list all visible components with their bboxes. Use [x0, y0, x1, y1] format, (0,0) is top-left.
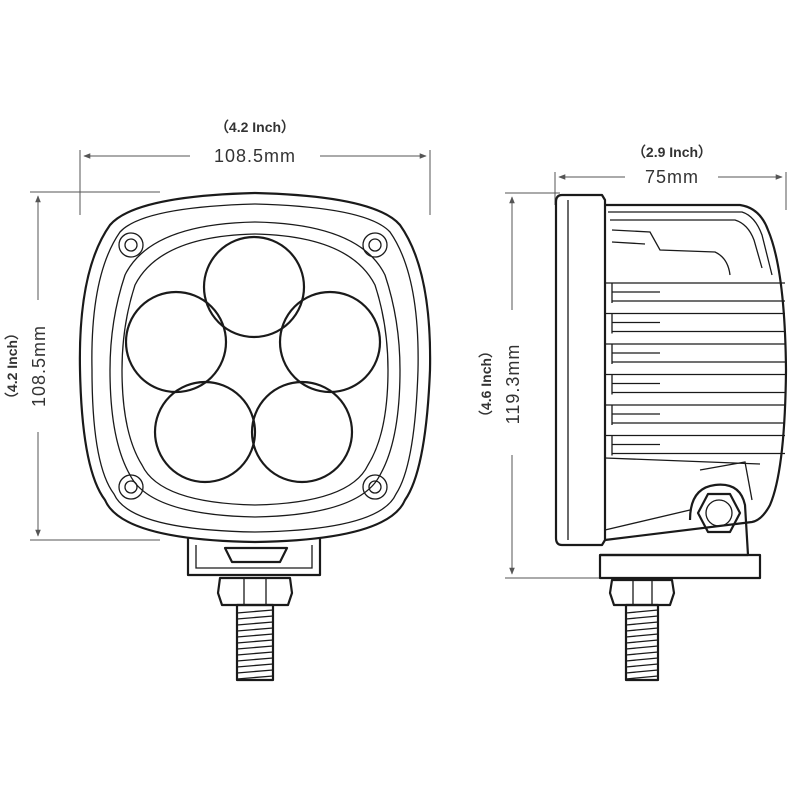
side-height-mm-label: 119.3mm: [503, 344, 523, 425]
side-base-plate: [598, 553, 762, 580]
side-body: [604, 203, 788, 542]
led-bottom-left: [153, 380, 257, 484]
front-bezel: [109, 221, 401, 518]
cooling-fin: [605, 343, 785, 364]
bolt-thread-line: [236, 639, 274, 644]
cooling-fin: [605, 434, 785, 456]
bolt-thread-line: [236, 669, 274, 674]
bolt-thread-line: [625, 621, 659, 626]
front-height-mm-label: 108.5mm: [29, 325, 49, 407]
front-nut-top: [223, 546, 289, 564]
bolt-thread-line: [625, 615, 659, 620]
bolt-thread-line: [236, 657, 274, 662]
bolt-thread-line: [236, 663, 274, 668]
bolt-thread-line: [625, 675, 659, 680]
led-left: [124, 290, 228, 394]
bolt-thread-line: [236, 615, 274, 620]
side-depth-inch-label: （2.9 Inch）: [632, 144, 712, 160]
led-right: [278, 290, 382, 394]
bolt-thread-line: [625, 645, 659, 650]
bolt-thread-line: [236, 651, 274, 656]
bolt-thread-line: [236, 621, 274, 626]
bolt-thread-line: [236, 609, 274, 614]
side-nut: [608, 578, 676, 607]
bolt-thread-line: [625, 651, 659, 656]
side-view: （2.9 Inch） 75mm （4.6 Inch） 119.3mm: [478, 144, 788, 682]
front-nut: [216, 576, 294, 607]
front-bracket: [186, 538, 322, 577]
side-depth-dimension: （2.9 Inch） 75mm: [558, 144, 783, 187]
bolt-thread-line: [625, 657, 659, 662]
bolt-thread-line: [625, 639, 659, 644]
side-height-inch-label: （4.6 Inch）: [478, 344, 494, 424]
bolt-thread-line: [625, 663, 659, 668]
side-depth-mm-label: 75mm: [645, 167, 699, 187]
side-height-dimension: （4.6 Inch） 119.3mm: [478, 196, 523, 575]
front-screw-top-left: [118, 232, 144, 258]
front-screw-bottom-right: [362, 474, 388, 500]
bolt-thread-line: [625, 627, 659, 632]
side-mount-hex: [696, 492, 742, 534]
bolt-thread-line: [625, 609, 659, 614]
cooling-fin: [605, 312, 785, 334]
front-width-inch-label: （4.2 Inch）: [215, 119, 295, 135]
bolt-thread-line: [236, 627, 274, 632]
side-bolt-threads: [625, 609, 659, 680]
side-cooling-fins: [605, 282, 785, 456]
front-height-inch-label: （4.2 Inch）: [4, 326, 20, 406]
cooling-fin: [605, 404, 785, 425]
front-screw-bottom-left: [118, 474, 144, 500]
bolt-thread-line: [236, 675, 274, 680]
led-top: [202, 235, 306, 339]
front-width-mm-label: 108.5mm: [214, 146, 296, 166]
front-height-dimension: （4.2 Inch） 108.5mm: [4, 195, 49, 537]
bolt-thread-line: [236, 645, 274, 650]
cooling-fin: [605, 373, 785, 395]
front-screw-top-right: [362, 232, 388, 258]
led-bottom-right: [250, 380, 354, 484]
front-width-dimension: （4.2 Inch） 108.5mm: [83, 119, 427, 166]
bolt-thread-line: [236, 633, 274, 638]
front-lens: [121, 233, 389, 506]
front-housing-inner: [91, 203, 419, 533]
front-view: （4.2 Inch） 108.5mm （4.2 Inch） 108.5mm: [4, 119, 432, 682]
bolt-thread-line: [625, 669, 659, 674]
side-bezel: [554, 193, 607, 547]
cooling-fin: [605, 282, 785, 303]
front-housing-outer: [78, 191, 432, 544]
front-bolt-threads: [236, 609, 274, 680]
bolt-thread-line: [625, 633, 659, 638]
side-mount-bracket: [600, 483, 750, 557]
